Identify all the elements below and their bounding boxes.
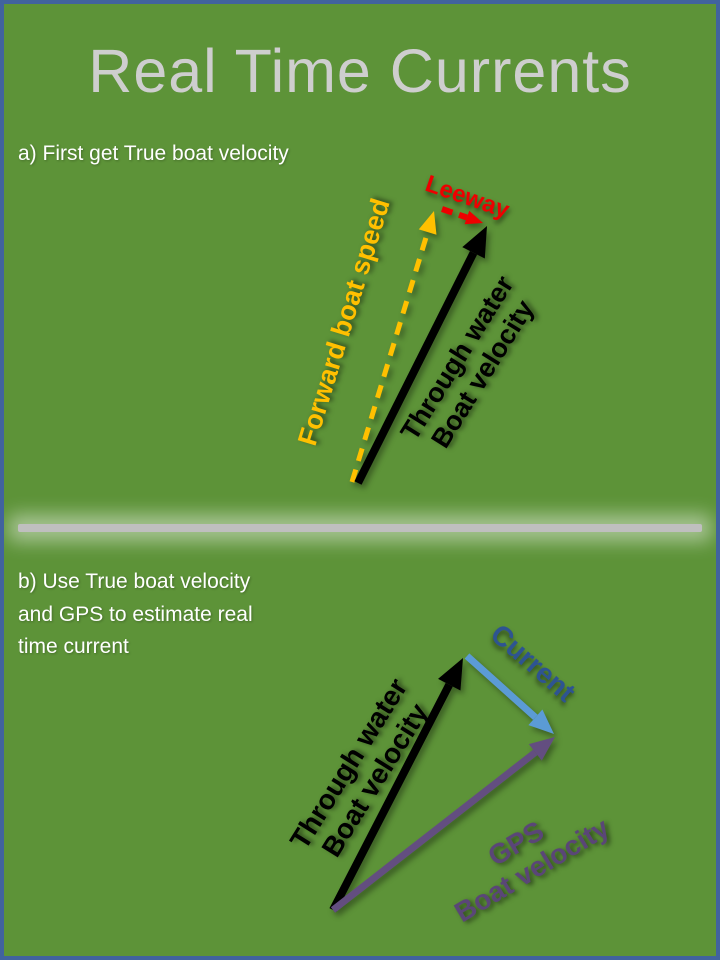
section-b-heading: b) Use True boat velocity and GPS to est… [18, 570, 253, 659]
section-a-heading: a) First get True boat velocity [18, 142, 289, 165]
section-divider [18, 524, 702, 532]
gps-boat-velocity-arrow-head [528, 737, 555, 761]
gps-boat-velocity-arrow-shaft [330, 749, 538, 913]
slide-title: Real Time Currents [88, 37, 632, 105]
through-water-arrow-b-shaft [329, 682, 453, 912]
leeway-arrow-shaft [441, 206, 468, 221]
current-arrow-head [528, 709, 554, 734]
leeway-arrow-head [464, 210, 483, 225]
through-water-arrow-a-shaft [354, 251, 478, 485]
forward-boat-speed-arrow-head [418, 211, 437, 235]
current-arrow-shaft [464, 653, 538, 720]
through-water-arrow-a-head [462, 226, 487, 259]
through-water-arrow-b-head [438, 658, 463, 691]
